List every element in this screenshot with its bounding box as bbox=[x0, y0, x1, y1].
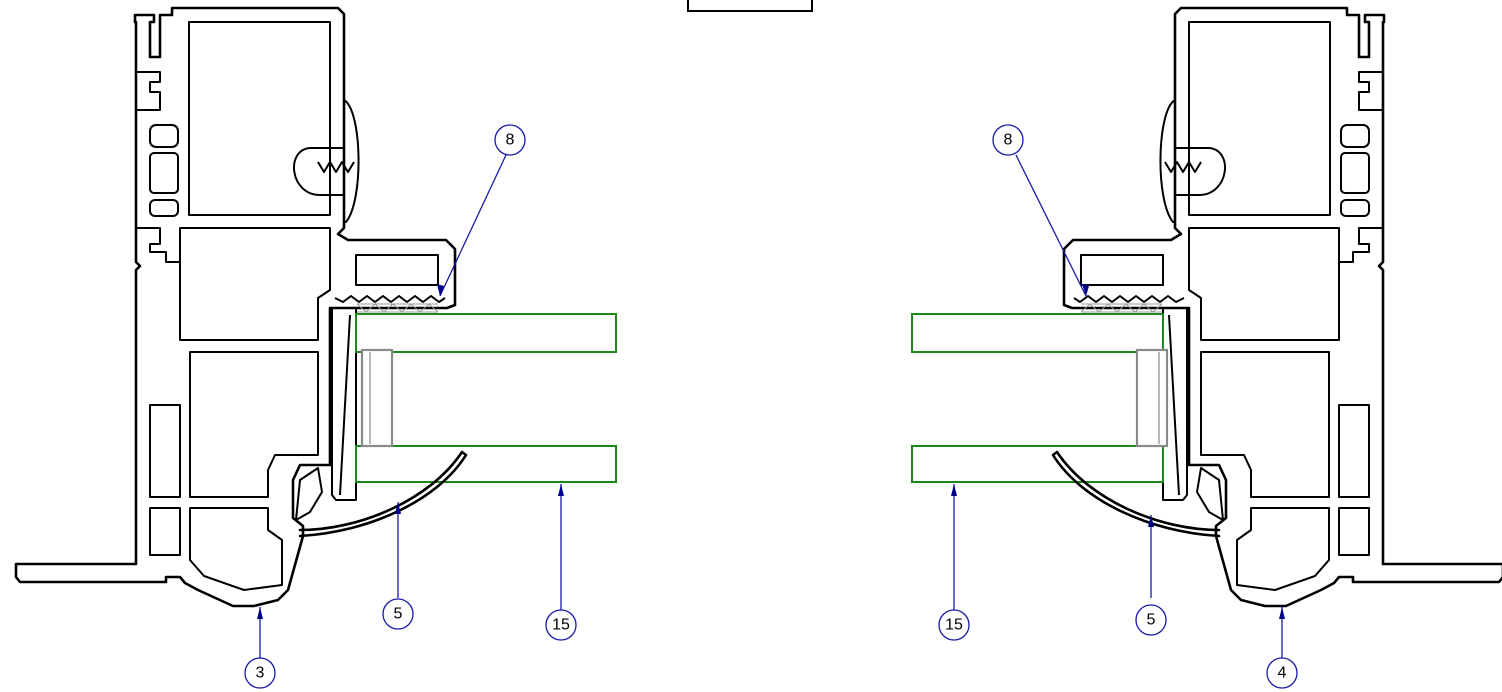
right-arrow-5 bbox=[1148, 515, 1154, 527]
left-screw-boss bbox=[293, 99, 360, 223]
left-chamber-lower bbox=[189, 351, 319, 498]
right-spacer bbox=[1135, 348, 1169, 448]
left-arrow-8 bbox=[437, 284, 444, 296]
left-glass-outer bbox=[355, 313, 617, 353]
left-lip-chamber bbox=[355, 254, 439, 286]
left-slot-3 bbox=[149, 199, 179, 217]
right-lip-chamber bbox=[1080, 254, 1164, 286]
left-frame-profile bbox=[14, 6, 457, 608]
right-arrow-8 bbox=[1082, 284, 1089, 296]
left-curved-gasket bbox=[298, 450, 468, 538]
right-callout-5: 5 bbox=[1147, 612, 1156, 629]
left-balloon-3 bbox=[244, 657, 276, 689]
right-slot-2 bbox=[1340, 152, 1370, 194]
left-gasket-top bbox=[334, 295, 446, 303]
left-hook-1 bbox=[136, 71, 161, 111]
right-tape bbox=[1080, 303, 1163, 313]
right-balloon-4 bbox=[1266, 657, 1298, 689]
right-frame-profile bbox=[1062, 6, 1502, 608]
right-chamber-side bbox=[1338, 404, 1370, 498]
right-slot-3 bbox=[1340, 199, 1370, 217]
right-chamber-top bbox=[1188, 21, 1331, 216]
left-slot-1 bbox=[149, 124, 179, 148]
right-chamber-side-low bbox=[1338, 507, 1370, 556]
right-chamber-bottom bbox=[1236, 507, 1330, 591]
left-callout-5: 5 bbox=[394, 606, 403, 623]
right-hook-1 bbox=[1358, 71, 1383, 111]
left-assembly: 8 5 15 3 bbox=[14, 6, 617, 689]
right-leader-8 bbox=[1015, 154, 1087, 297]
title-box bbox=[687, 0, 813, 12]
left-chamber-side bbox=[149, 404, 181, 498]
right-chamber-lower bbox=[1200, 351, 1330, 498]
left-arrow-5 bbox=[395, 502, 401, 514]
left-leader-8 bbox=[439, 154, 507, 297]
right-callout-15: 15 bbox=[945, 617, 963, 634]
right-balloon-15 bbox=[938, 609, 970, 641]
left-arrow-3 bbox=[257, 607, 263, 619]
right-curved-gasket bbox=[1051, 450, 1221, 538]
right-screw-boss bbox=[1159, 99, 1226, 223]
right-screw-thread bbox=[1164, 161, 1202, 173]
left-screw-thread bbox=[317, 161, 355, 173]
right-slot-1 bbox=[1340, 124, 1370, 148]
right-gasket-clip bbox=[1196, 467, 1224, 521]
right-arrow-15 bbox=[951, 484, 957, 496]
left-balloon-15 bbox=[545, 609, 577, 641]
left-chamber-mid bbox=[179, 227, 331, 341]
left-callout-3: 3 bbox=[256, 665, 265, 682]
right-callout-4: 4 bbox=[1278, 665, 1287, 682]
right-balloon-8 bbox=[992, 124, 1024, 156]
left-callout-8: 8 bbox=[506, 132, 515, 149]
left-tape bbox=[356, 303, 439, 313]
right-callout-8: 8 bbox=[1004, 132, 1013, 149]
right-balloon-5 bbox=[1135, 604, 1167, 636]
left-slot-2 bbox=[149, 152, 179, 194]
left-glass-inner bbox=[355, 445, 617, 483]
right-hook-2 bbox=[1339, 227, 1383, 263]
left-chamber-side-low bbox=[149, 507, 181, 556]
left-balloon-8 bbox=[494, 124, 526, 156]
right-arrow-4 bbox=[1279, 607, 1285, 619]
left-chamber-bottom bbox=[189, 507, 283, 591]
left-spacer bbox=[360, 348, 394, 448]
right-bead-wedge bbox=[1162, 307, 1188, 501]
right-gasket-top bbox=[1073, 295, 1185, 303]
right-assembly bbox=[911, 6, 1502, 608]
right-glass-outer bbox=[911, 313, 1164, 353]
left-arrow-15 bbox=[558, 484, 564, 496]
left-gasket-clip bbox=[295, 467, 323, 521]
right-glass-inner bbox=[911, 445, 1164, 483]
right-chamber-mid bbox=[1188, 227, 1340, 341]
left-chamber-top bbox=[188, 21, 331, 216]
left-callout-15: 15 bbox=[552, 617, 570, 634]
left-bead-wedge bbox=[331, 307, 357, 501]
left-balloon-5 bbox=[382, 598, 414, 630]
left-hook-2 bbox=[136, 227, 180, 263]
